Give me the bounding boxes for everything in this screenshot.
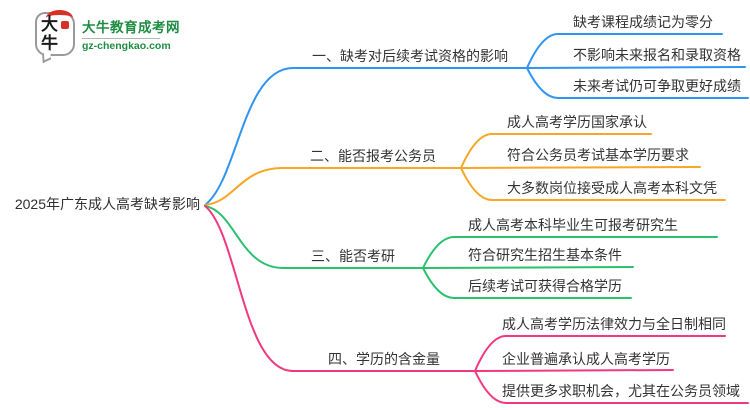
branch-1-curve (204, 67, 528, 206)
branch-2-leaf-line-3 (460, 167, 726, 201)
branch-node-4: 四、学历的含金量 (328, 350, 440, 367)
branch-3-leaf-line-3 (422, 267, 632, 299)
branch-4-leaf-line-1 (474, 335, 726, 372)
branch-4-curve (204, 205, 476, 372)
branch-node-3: 三、能否考研 (311, 247, 395, 264)
leaf-node-3-2: 符合研究生招生基本条件 (468, 246, 622, 263)
logo-bubble-icon: 大牛 (35, 10, 75, 64)
branch-1-leaf-line-1 (526, 33, 723, 69)
leaf-node-1-1: 缺考课程成绩记为零分 (573, 13, 713, 30)
branch-3-leaf-line-2 (422, 266, 634, 269)
branch-node-1: 一、缺考对后续考试资格的影响 (312, 47, 508, 64)
branch-4-leaf-line-2 (474, 369, 674, 372)
branch-2-curve (204, 167, 462, 206)
branch-2-leaf-line-1 (460, 133, 652, 169)
logo-divider (82, 38, 160, 39)
branch-node-2: 二、能否报考公务员 (310, 147, 436, 164)
site-url: gz-chengkao.com (82, 40, 171, 52)
leaf-node-3-3: 后续考试可获得合格学历 (468, 277, 622, 294)
leaf-node-4-3: 提供更多求职机会，尤其在公务员领域 (502, 382, 740, 399)
branch-3-curve (204, 205, 424, 269)
leaf-node-1-2: 不影响未来报名和录取资格 (573, 46, 741, 63)
site-name: 大牛教育成考网 (82, 20, 180, 35)
branch-4-leaf-line-3 (474, 370, 749, 404)
logo-bubble-chars: 大牛 (41, 15, 62, 53)
branch-3-leaf-line-1 (422, 236, 718, 269)
root-node: 2025年广东成人高考缺考影响 (14, 196, 200, 212)
site-logo[interactable]: 大牛 大牛教育成考网 gz-chengkao.com (35, 10, 180, 64)
branch-2-leaf-line-2 (460, 166, 701, 169)
leaf-node-2-3: 大多数岗位接受成人高考本科文凭 (507, 179, 717, 196)
branch-1-leaf-line-3 (526, 67, 749, 99)
logo-red-seal-icon (61, 21, 69, 29)
leaf-node-2-1: 成人高考学历国家承认 (507, 113, 647, 130)
leaf-node-4-2: 企业普遍承认成人高考学历 (502, 350, 670, 367)
logo-red-arc-icon (46, 10, 73, 26)
leaf-node-1-3: 未来考试仍可争取更好成绩 (573, 77, 741, 94)
leaf-node-2-2: 符合公务员考试基本学历要求 (507, 146, 689, 163)
leaf-node-3-1: 成人高考本科毕业生可报考研究生 (468, 216, 678, 233)
leaf-node-4-1: 成人高考学历法律效力与全日制相同 (502, 315, 726, 332)
logo-text-block: 大牛教育成考网 gz-chengkao.com (82, 16, 180, 52)
branch-1-leaf-line-2 (526, 66, 746, 69)
